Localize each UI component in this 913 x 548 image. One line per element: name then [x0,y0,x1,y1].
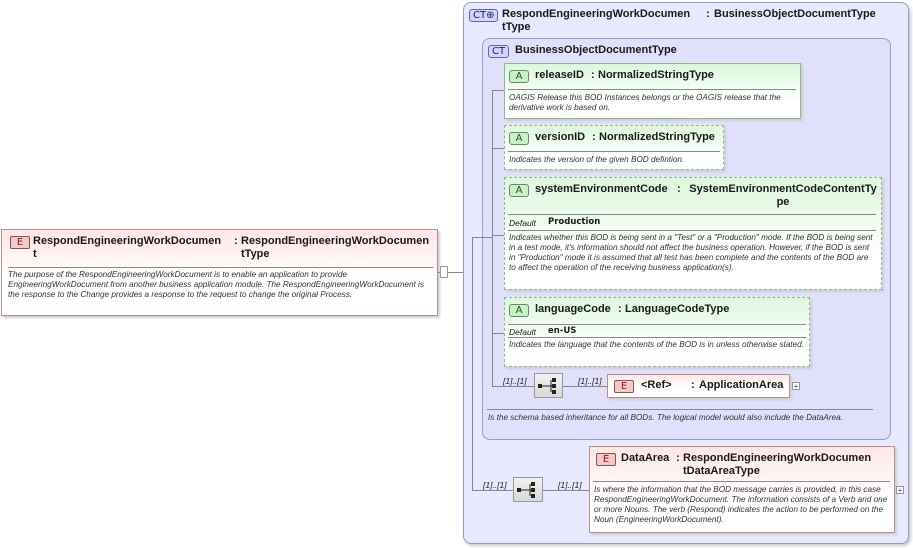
attribute-doc: Indicates the version of the given BOD d… [509,155,685,164]
attribute-badge: A [509,132,529,145]
colon: : [234,235,238,247]
inner-ct-name: BusinessObjectDocumentType [515,44,677,56]
attribute-name: systemEnvironmentCode [535,183,668,195]
element-occurrence: [1]..[1] [578,376,602,386]
element-badge: E [596,453,616,466]
attribute-badge: A [509,304,529,317]
colon: : [592,131,596,143]
divider [508,89,796,90]
complex-type-badge: CT [488,45,510,58]
inner-ct-doc: Is the schema based inheritance for all … [488,413,843,422]
divider [508,151,720,152]
sequence-compositor[interactable] [534,373,563,398]
sequence-compositor[interactable] [513,477,543,502]
sequence-occurrence: [1]..[1] [503,376,527,386]
attribute-doc: Indicates whether this BOD is being sent… [509,233,873,272]
element-data-area[interactable]: E DataArea : RespondEngineeringWorkDocum… [589,446,895,533]
divider [508,230,876,231]
attribute-name: languageCode [535,303,611,315]
colon: : [677,183,681,195]
colon: : [591,69,595,81]
attribute-release-id[interactable]: A releaseID : NormalizedStringType OAGIS… [504,63,801,119]
complex-type-badge: CT⊕ [469,9,499,22]
colon: : [706,8,710,20]
attribute-version-id[interactable]: A versionID : NormalizedStringType Indic… [504,125,724,170]
collapse-toggle[interactable] [440,266,448,278]
colon: : [618,303,622,315]
expand-icon[interactable]: + [792,382,800,391]
expand-icon[interactable]: + [896,486,904,495]
attribute-language-code[interactable]: A languageCode : LanguageCodeType Defaul… [504,297,810,367]
element-type: ApplicationArea [699,379,784,391]
colon: : [691,379,695,391]
divider [508,324,806,325]
divider [8,267,433,268]
element-occurrence: [1]..[1] [558,480,582,490]
divider [508,214,876,215]
attribute-type: NormalizedStringType [598,69,714,81]
attribute-type: NormalizedStringType [599,131,715,143]
colon: : [676,452,680,464]
divider [593,481,890,482]
attribute-doc: OAGIS Release this BOD Instances belongs… [509,93,781,112]
element-application-area[interactable]: E <Ref> : ApplicationArea [607,374,790,398]
attribute-type: LanguageCodeType [625,303,730,315]
default-label: Default [509,327,536,337]
attribute-name: releaseID [535,69,584,81]
attribute-doc: Indicates the language that the contents… [509,340,804,349]
default-value: en-US [548,326,577,336]
divider [508,337,806,338]
attribute-system-environment-code[interactable]: A systemEnvironmentCode : SystemEnvironm… [504,177,882,290]
element-doc: Is where the information that the BOD me… [594,485,888,524]
default-value: Production [548,217,601,227]
divider [487,409,873,410]
attribute-badge: A [509,184,529,197]
sequence-icon [517,482,535,498]
ref-label: <Ref> [641,379,672,391]
outer-ct-base: BusinessObjectDocumentType [714,8,876,20]
sequence-occurrence: [1]..[1] [483,480,507,490]
element-badge: E [10,236,30,249]
element-badge: E [614,380,634,393]
root-element-doc: The purpose of the RespondEngineeringWor… [8,270,424,299]
element-name: DataArea [621,452,670,464]
attribute-name: versionID [535,131,586,143]
default-label: Default [509,218,536,228]
attribute-badge: A [509,70,529,83]
sequence-icon [538,378,556,394]
